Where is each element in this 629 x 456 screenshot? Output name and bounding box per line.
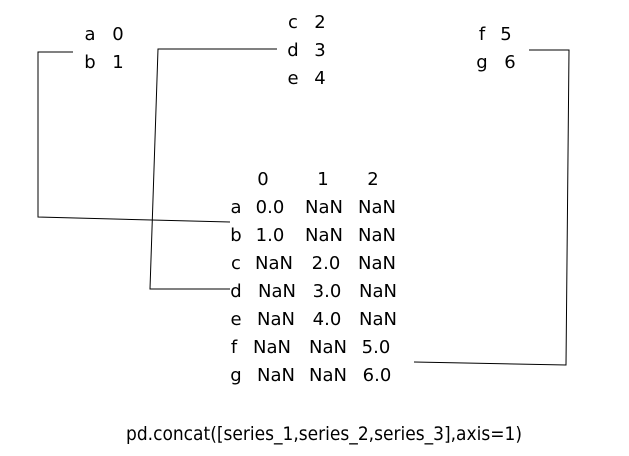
connector-series-2-to-result bbox=[149, 48, 277, 290]
result-cell: NaN bbox=[257, 309, 295, 330]
result-row-index: d bbox=[230, 281, 241, 302]
result-cell: NaN bbox=[359, 309, 397, 330]
result-cell: NaN bbox=[309, 337, 347, 358]
series-2-value-d: 3 bbox=[314, 40, 325, 61]
series-3-value-f: 5 bbox=[500, 24, 511, 45]
series-3: f 5 g 6 bbox=[476, 24, 515, 73]
series-1-index-a: a bbox=[84, 24, 95, 45]
series-3-index-g: g bbox=[476, 52, 487, 73]
series-1: a 0 b 1 bbox=[84, 24, 123, 73]
series-1-value-b: 1 bbox=[112, 52, 123, 73]
result-cell: NaN bbox=[255, 253, 293, 274]
result-cell: NaN bbox=[305, 225, 343, 246]
result-cell: 1.0 bbox=[256, 225, 285, 246]
series-2-index-c: c bbox=[288, 12, 298, 33]
series-1-index-b: b bbox=[84, 52, 95, 73]
series-2-value-e: 4 bbox=[314, 68, 325, 89]
result-cell: 6.0 bbox=[363, 365, 392, 386]
concat-caption: pd.concat([series_1,series_2,series_3],a… bbox=[126, 423, 522, 445]
series-2: c 2 d 3 e 4 bbox=[287, 12, 325, 89]
result-row-index: a bbox=[230, 197, 241, 218]
connector-series-3-to-result bbox=[413, 49, 570, 366]
result-column-header: 0 bbox=[257, 169, 268, 190]
result-cell: NaN bbox=[305, 197, 343, 218]
result-row-index: e bbox=[230, 309, 241, 330]
series-2-index-d: d bbox=[287, 40, 298, 61]
result-cell: NaN bbox=[309, 365, 347, 386]
result-column-header: 1 bbox=[317, 169, 328, 190]
result-cell: 5.0 bbox=[362, 337, 391, 358]
series-2-index-e: e bbox=[287, 68, 298, 89]
result-row-index: b bbox=[230, 225, 241, 246]
series-3-index-f: f bbox=[479, 24, 486, 45]
result-row-index: f bbox=[231, 337, 238, 358]
result-cell: 2.0 bbox=[312, 253, 341, 274]
result-cell: NaN bbox=[358, 197, 396, 218]
result-cell: NaN bbox=[358, 225, 396, 246]
result-dataframe: 0 1 2 a 0.0 NaN NaN b 1.0 NaN NaN c NaN … bbox=[230, 169, 397, 386]
result-cell: NaN bbox=[359, 281, 397, 302]
result-cell: NaN bbox=[257, 365, 295, 386]
connectors bbox=[37, 48, 570, 366]
result-cell: 3.0 bbox=[313, 281, 342, 302]
result-cell: NaN bbox=[358, 253, 396, 274]
series-3-value-g: 6 bbox=[504, 52, 515, 73]
result-row-index: c bbox=[231, 253, 241, 274]
connector-series-1-to-result bbox=[37, 51, 231, 223]
result-row-index: g bbox=[230, 365, 241, 386]
result-cell: 4.0 bbox=[313, 309, 342, 330]
result-cell: 0.0 bbox=[256, 197, 285, 218]
result-cell: NaN bbox=[258, 281, 296, 302]
series-1-value-a: 0 bbox=[112, 24, 123, 45]
series-2-value-c: 2 bbox=[314, 12, 325, 33]
result-cell: NaN bbox=[253, 337, 291, 358]
result-column-header: 2 bbox=[367, 169, 378, 190]
